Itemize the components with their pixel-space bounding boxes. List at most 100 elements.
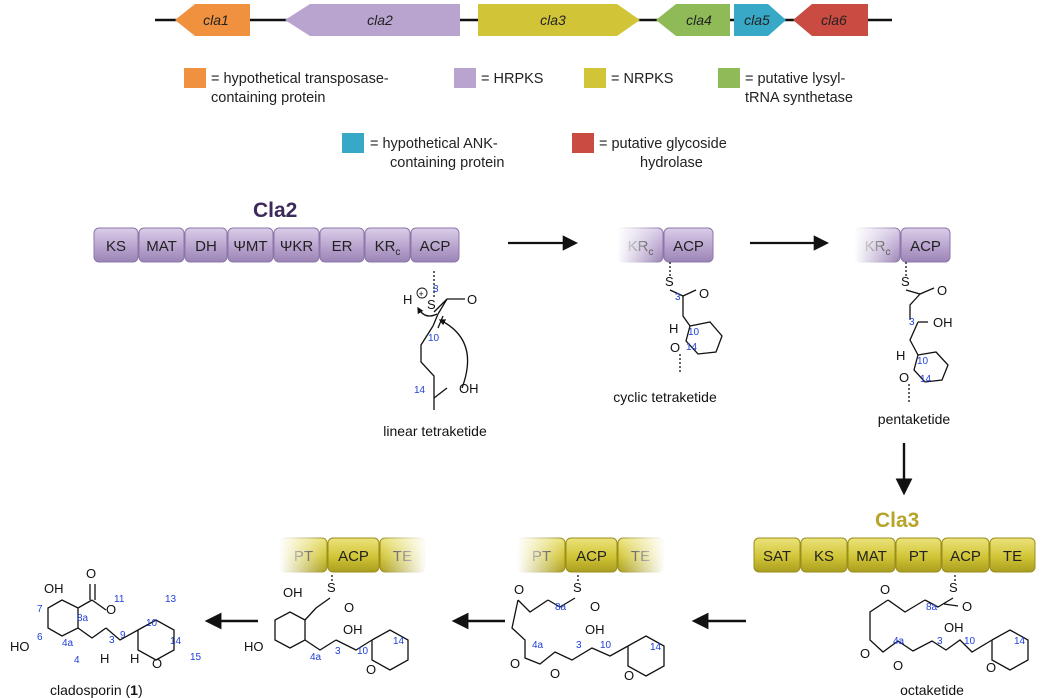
atom-O-5: O	[880, 582, 890, 597]
pos-3-cl: 3	[109, 635, 115, 646]
cla3-trunc2-fade-left	[279, 537, 327, 573]
legend-swatch-lysyl	[718, 68, 740, 88]
gene-cla1	[175, 4, 250, 36]
cla3-trunc1-acp-box	[565, 537, 618, 573]
cla2-domain-er-label: ER	[332, 238, 353, 255]
atom-O-8: O	[986, 660, 996, 675]
cla3-domain-ks-box	[800, 537, 848, 573]
cla2-trunc2-acp-box	[900, 227, 951, 263]
gene-legend: = hypothetical transposase- containing p…	[184, 68, 853, 171]
atom-OH-4: OH	[944, 620, 964, 635]
pos-10-cl: 10	[146, 618, 158, 629]
cladosporin-structure: OH O O 8a 7 6 HO 4a 4 3 H 9 10 11 13 14 …	[10, 566, 202, 698]
cla2-domain-acp-label: ACP	[420, 238, 451, 255]
atom-O-16: O	[86, 566, 96, 581]
atom-OH-8: OH	[44, 581, 64, 596]
atom-O-15: O	[366, 662, 376, 677]
atom-H-3: H	[896, 348, 905, 363]
cla2-domain-dh-label: DH	[195, 238, 217, 255]
atom-O-14: O	[344, 600, 354, 615]
atom-O-11: O	[510, 656, 520, 671]
gene-cluster: cla1 cla2 cla3 cla4 cla5 cla6	[155, 4, 892, 36]
pos-4a-m: 4a	[532, 640, 544, 651]
cla2-title: Cla2	[253, 199, 297, 222]
cla3-domain-sat-box	[753, 537, 801, 573]
gene-cla6-label: cla6	[821, 12, 847, 28]
legend-ank-line2: containing protein	[390, 155, 504, 171]
atom-O-10: O	[514, 582, 524, 597]
label-linear-tetraketide: linear tetraketide	[383, 423, 487, 439]
cla3-domain-te-box	[989, 537, 1036, 573]
pos-8a-m: 8a	[555, 602, 567, 613]
atom-OH-1: OH	[459, 381, 479, 396]
cla3-domain-acp-box	[941, 537, 990, 573]
pos-3-m: 3	[576, 640, 582, 651]
atom-O-6: O	[860, 646, 870, 661]
atom-H-4: H	[100, 651, 109, 666]
cla2-trunc1-acp-box	[663, 227, 714, 263]
cla3-trunc1-acp-label: ACP	[576, 548, 607, 565]
cla2-domain-mat-box	[138, 227, 185, 263]
pos-10-a: 10	[357, 646, 369, 657]
gene-cla6	[793, 4, 868, 36]
atom-HO-2: HO	[10, 639, 30, 654]
cla3-trunc1-fade-left	[517, 537, 565, 573]
atom-O-17: O	[106, 602, 116, 617]
atom-OH-7: OH	[343, 622, 363, 637]
cla3-domain-acp-label: ACP	[950, 548, 981, 565]
linear-tetraketide-structure: S O 3 10 OH 14 H + linear tetraketide	[383, 271, 487, 439]
pos-10: 10	[428, 333, 440, 344]
atom-S-6: S	[327, 580, 336, 595]
pos-10-o: 10	[964, 636, 976, 647]
pos-4a-c: 4a	[62, 638, 74, 649]
cla2-domain-mat-label: MAT	[146, 238, 177, 255]
cla2-domain-ψkr-box	[273, 227, 320, 263]
cla3-trunc2-acp-box	[327, 537, 380, 573]
atom-OH-5: OH	[585, 622, 605, 637]
atom-S-2: S	[665, 274, 674, 289]
cla3-domain-pt-box	[895, 537, 942, 573]
gene-cla4	[656, 4, 730, 36]
gene-cla2-label: cla2	[367, 12, 393, 28]
pos-10-c: 10	[688, 327, 700, 338]
gene-cla3	[478, 4, 640, 36]
atom-S-3: S	[901, 274, 910, 289]
atom-O-18: O	[152, 656, 162, 671]
cla2-domain-kr-box	[364, 227, 411, 263]
pos-4: 4	[74, 655, 80, 666]
atom-O-2: O	[699, 286, 709, 301]
legend-hrpks: = HRPKS	[481, 71, 543, 87]
atom-S-4: S	[949, 580, 958, 595]
atom-H-5: H	[130, 651, 139, 666]
atom-O-4: O	[962, 599, 972, 614]
label-pentaketide: pentaketide	[878, 411, 951, 427]
atom-O: O	[467, 292, 477, 307]
cla3-trunc2-acp-label: ACP	[338, 548, 369, 565]
legend-nrpks: = NRPKS	[611, 71, 673, 87]
gene-cla3-label: cla3	[540, 12, 566, 28]
legend-swatch-nrpks	[584, 68, 606, 88]
pos-3: 3	[433, 284, 439, 295]
pos-3-p: 3	[909, 317, 915, 328]
pos-11: 11	[114, 594, 125, 605]
pos-14-p: 14	[920, 374, 932, 385]
pos-7: 7	[37, 604, 43, 615]
atom-O-7: O	[893, 658, 903, 673]
atom-O-3: O	[937, 283, 947, 298]
atom-S: S	[427, 297, 436, 312]
legend-transposase-line1: = hypothetical transposase-	[211, 71, 389, 87]
cla2-domain-ks-label: KS	[106, 238, 126, 255]
cla3-trunc1-fade-right	[618, 537, 665, 573]
cla2-domain-acp-box	[410, 227, 460, 263]
gene-cla2	[285, 4, 460, 36]
legend-swatch-hrpks	[454, 68, 476, 88]
atom-S-5: S	[573, 580, 582, 595]
cla3-trunc2-fade-right	[380, 537, 427, 573]
pos-15: 15	[190, 652, 202, 663]
cla2-domain-er-box	[319, 227, 365, 263]
cla2-domain-ψmt-box	[227, 227, 274, 263]
cyclization-intermediate-structure: S O 8a O O 4a O 3 OH 10 O 14	[510, 575, 665, 683]
